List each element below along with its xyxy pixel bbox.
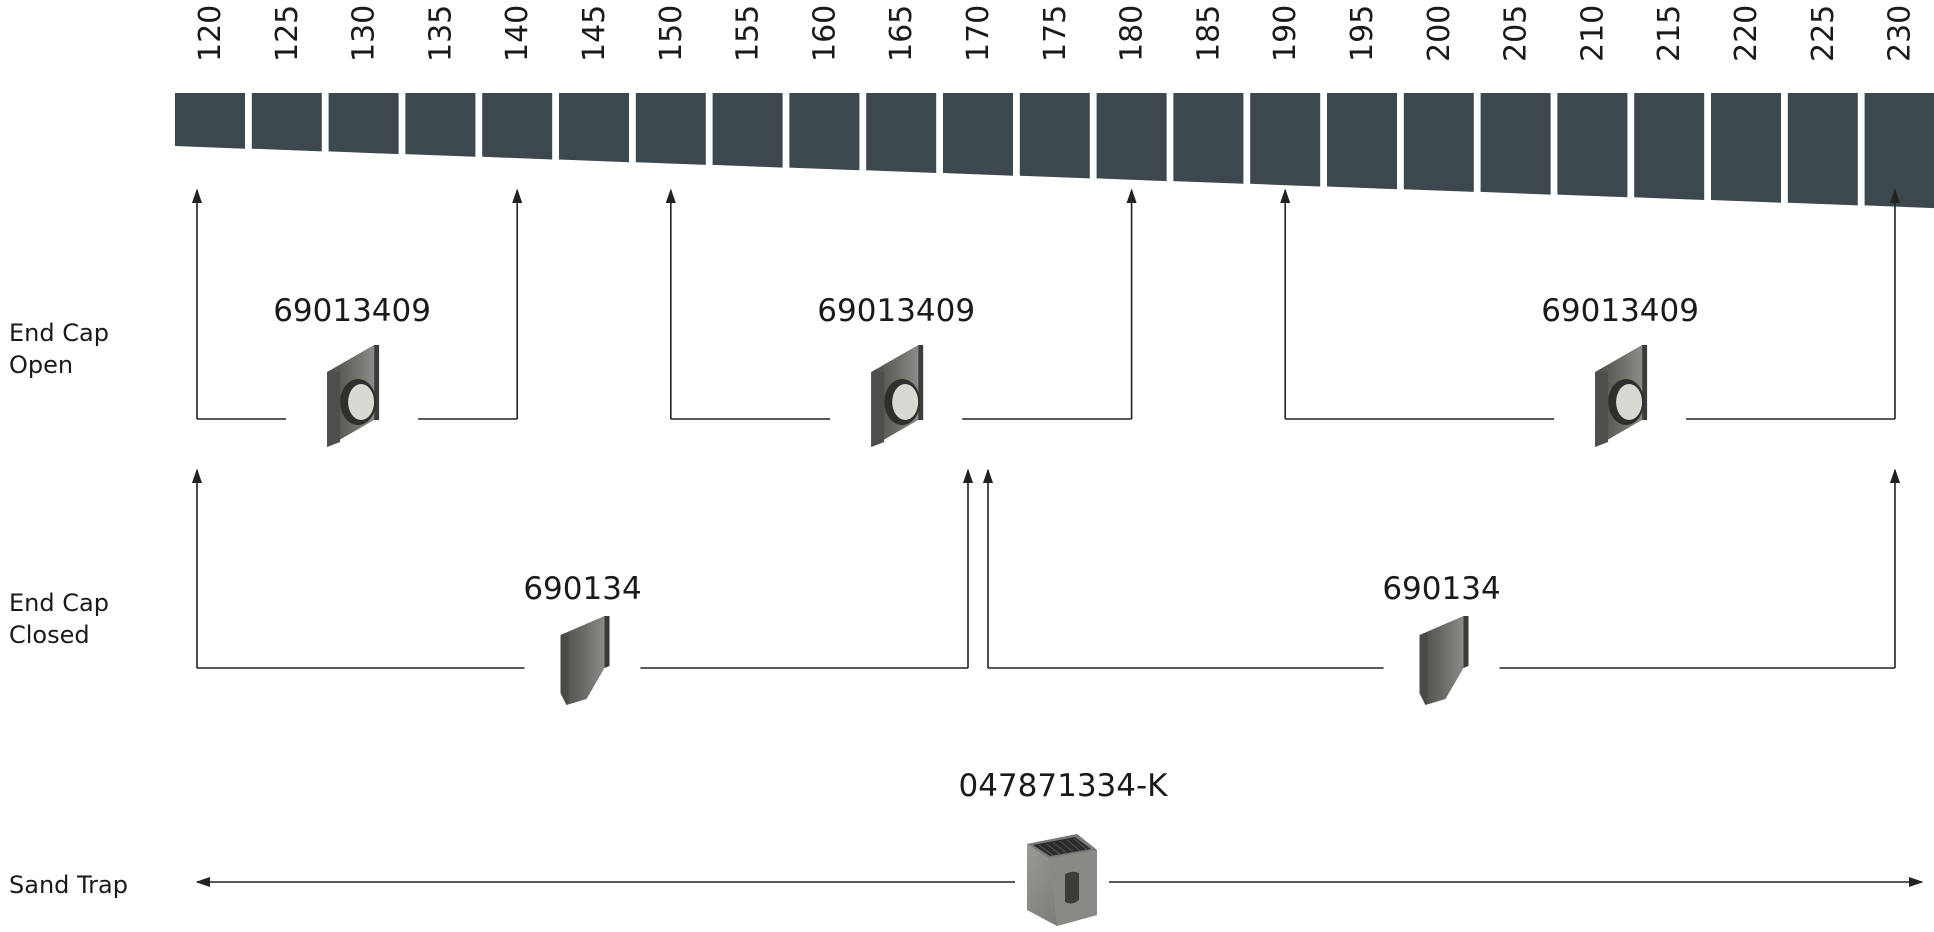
closed-cap-code: 690134 (523, 571, 641, 607)
end-cap-closed-label-line2: Closed (9, 621, 90, 649)
sand-trap-icon (1027, 834, 1097, 926)
closed-cap-code: 690134 (1382, 571, 1500, 607)
channel-block (559, 93, 629, 163)
end-cap-open-label-line1: End Cap (9, 319, 109, 347)
channel-block (405, 93, 476, 157)
channel-size-tick-label: 165 (884, 5, 919, 62)
open-end-cap-icon (871, 345, 924, 447)
channel-size-tick-label: 180 (1115, 5, 1150, 62)
end-cap-open-label-line2: Open (9, 351, 74, 379)
channel-block (635, 93, 706, 165)
channel-size-tick-label: 215 (1652, 5, 1687, 62)
channel-block (789, 93, 860, 171)
channel-size-tick-label: 230 (1883, 5, 1918, 62)
closed-end-cap-icon (560, 616, 610, 705)
channel-blocks (175, 93, 1934, 209)
channel-block (1173, 93, 1244, 184)
channel-block (1250, 93, 1321, 187)
sand-trap-label: Sand Trap (9, 871, 128, 899)
channel-size-tick-label: 190 (1268, 5, 1303, 62)
open-end-cap-icon (327, 345, 380, 447)
open-end-cap-icon (1595, 345, 1648, 447)
channel-block (866, 93, 937, 173)
channel-size-tick-label: 185 (1191, 5, 1226, 62)
part-icons (327, 345, 1648, 926)
channel-block (712, 93, 783, 168)
channel-size-tick-label: 160 (807, 5, 842, 62)
closed-end-cap-icon (1419, 616, 1469, 705)
open-cap-code: 69013409 (817, 293, 975, 329)
channel-block (482, 93, 553, 160)
channel-size-tick-label: 175 (1038, 5, 1073, 62)
channel-size-tick-label: 205 (1499, 5, 1534, 62)
channel-block (1327, 93, 1397, 190)
channel-block (1557, 93, 1628, 198)
channel-size-tick-label: 140 (500, 5, 535, 62)
channel-block (1864, 93, 1934, 209)
channel-block (1711, 93, 1781, 203)
channel-size-tick-label: 225 (1806, 5, 1841, 62)
channel-size-tick-label: 220 (1729, 5, 1764, 62)
channel-size-tick-label: 145 (577, 5, 612, 62)
end-cap-closed-label-line1: End Cap (9, 589, 109, 617)
channel-size-tick-label: 170 (961, 5, 996, 62)
channel-block (175, 93, 245, 149)
channel-size-tick-label: 135 (423, 5, 458, 62)
channel-block (251, 93, 322, 152)
sand-trap-code: 047871334-K (958, 768, 1168, 804)
channel-block (1096, 93, 1167, 182)
open-cap-code: 69013409 (273, 293, 431, 329)
channel-size-tick-label: 195 (1345, 5, 1380, 62)
channel-block (1019, 93, 1090, 179)
channel-block (1403, 93, 1474, 192)
open-cap-code: 69013409 (1541, 293, 1699, 329)
channel-size-ticks: 120 125 130 135 140 145 150 155 160 165 170 175 180 1… (193, 5, 1918, 62)
channel-block (943, 93, 1013, 176)
channel-block (1480, 93, 1551, 195)
channel-size-tick-label: 155 (731, 5, 766, 62)
range-lines (191, 188, 1924, 888)
channel-block (1787, 93, 1858, 206)
channel-size-tick-label: 210 (1575, 5, 1610, 62)
channel-size-tick-label: 130 (347, 5, 382, 62)
channel-size-tick-label: 200 (1422, 5, 1457, 62)
channel-size-tick-label: 150 (654, 5, 689, 62)
channel-block (1634, 93, 1705, 200)
channel-size-tick-label: 125 (270, 5, 305, 62)
channel-size-tick-label: 120 (193, 5, 228, 62)
channel-block (328, 93, 399, 155)
part-codes: 69013409 69013409 69013409 690134 690134 0478… (273, 293, 1699, 804)
